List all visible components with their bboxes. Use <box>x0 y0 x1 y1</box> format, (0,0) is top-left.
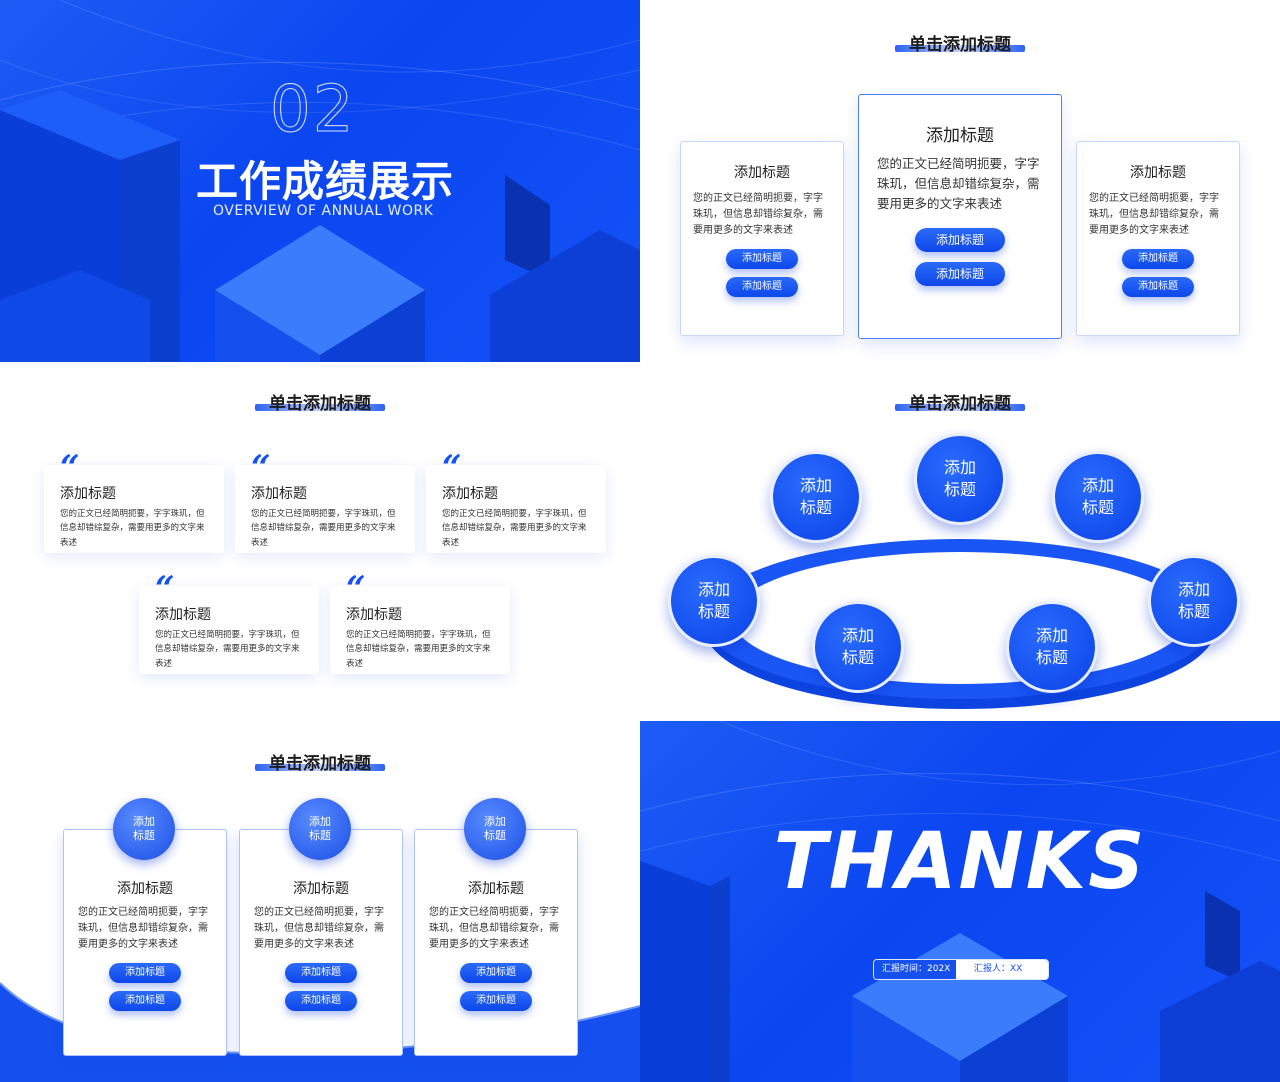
add-title-button[interactable]: 添加标题 <box>109 963 181 983</box>
quote-card[interactable]: “ 添加标题 您的正文已经简明扼要，字字珠玑，但信息却错综复杂，需要用更多的文字… <box>235 451 415 553</box>
slide-title: 单击添加标题 <box>255 389 385 414</box>
card-badge-ball: 添加标题 <box>113 798 175 860</box>
feature-card[interactable]: 添加标题 您的正文已经简明扼要，字字珠玑，但信息却错综复杂，需要用更多的文字来表… <box>414 829 578 1056</box>
section-number: 02 <box>269 73 356 147</box>
quote-card[interactable]: “ 添加标题 您的正文已经简明扼要，字字珠玑，但信息却错综复杂，需要用更多的文字… <box>44 451 224 553</box>
slide-ball-cards[interactable]: 单击添加标题 添加标题 您的正文已经简明扼要，字字珠玑，但信息却错综复杂，需要用… <box>0 721 640 1082</box>
card-right[interactable]: 添加标题 您的正文已经简明扼要，字字珠玑，但信息却错综复杂，需要用更多的文字来表… <box>1076 141 1240 336</box>
card-body: 您的正文已经简明扼要，字字珠玑，但信息却错综复杂，需要用更多的文字来表述 <box>1089 193 1219 236</box>
ring-node-circle[interactable]: 添加标题 <box>914 433 1006 525</box>
report-time-label: 汇报时间：202X <box>874 960 956 979</box>
add-title-button[interactable]: 添加标题 <box>1122 277 1194 297</box>
card-heading: 添加标题 <box>1130 165 1186 181</box>
add-title-button[interactable]: 添加标题 <box>1122 249 1194 269</box>
ring-shape <box>704 539 1216 709</box>
slide-title: 单击添加标题 <box>255 749 385 774</box>
add-title-button[interactable]: 添加标题 <box>915 228 1005 252</box>
card-badge-ball: 添加标题 <box>464 798 526 860</box>
slide-thanks[interactable]: THANKS 汇报时间：202X 汇报人：XX <box>640 721 1280 1082</box>
slide-title: 单击添加标题 <box>895 389 1025 414</box>
quote-card-heading: 添加标题 <box>346 607 402 623</box>
ring-node-circle[interactable]: 添加标题 <box>1052 451 1144 543</box>
add-title-button[interactable]: 添加标题 <box>109 991 181 1011</box>
slide-title: 单击添加标题 <box>895 30 1025 55</box>
add-title-button[interactable]: 添加标题 <box>726 277 798 297</box>
ring-node-circle[interactable]: 添加标题 <box>1148 555 1240 647</box>
slide-ring-diagram[interactable]: 单击添加标题 添加标题 添加标题 添加标题 添加标题 添加标题 添加标题 添加标… <box>640 361 1280 722</box>
quote-card-heading: 添加标题 <box>442 486 498 502</box>
quote-card-body: 您的正文已经简明扼要，字字珠玑，但信息却错综复杂，需要用更多的文字来表述 <box>60 509 205 548</box>
quote-icon: “ <box>442 448 462 488</box>
feature-card[interactable]: 添加标题 您的正文已经简明扼要，字字珠玑，但信息却错综复杂，需要用更多的文字来表… <box>63 829 227 1056</box>
report-info-bar: 汇报时间：202X 汇报人：XX <box>873 959 1049 980</box>
add-title-button[interactable]: 添加标题 <box>460 963 532 983</box>
card-center[interactable]: 添加标题 您的正文已经简明扼要，字字珠玑，但信息却错综复杂，需要用更多的文字来表… <box>858 94 1062 339</box>
add-title-button[interactable]: 添加标题 <box>460 991 532 1011</box>
add-title-button[interactable]: 添加标题 <box>285 991 357 1011</box>
card-body: 您的正文已经简明扼要，字字珠玑，但信息却错综复杂，需要用更多的文字来表述 <box>877 156 1040 211</box>
card-badge-ball: 添加标题 <box>289 798 351 860</box>
slide-section-cover[interactable]: 02 工作成绩展示 OVERVIEW OF ANNUAL WORK <box>0 0 640 362</box>
quote-icon: “ <box>155 569 175 609</box>
add-title-button[interactable]: 添加标题 <box>915 262 1005 286</box>
quote-card-body: 您的正文已经简明扼要，字字珠玑，但信息却错综复杂，需要用更多的文字来表述 <box>251 509 396 548</box>
quote-card-heading: 添加标题 <box>60 486 116 502</box>
ring-node-circle[interactable]: 添加标题 <box>812 601 904 693</box>
slide-three-cards[interactable]: 单击添加标题 添加标题 您的正文已经简明扼要，字字珠玑，但信息却错综复杂，需要用… <box>640 0 1280 361</box>
cube-background <box>0 0 640 362</box>
card-body: 您的正文已经简明扼要，字字珠玑，但信息却错综复杂，需要用更多的文字来表述 <box>693 193 823 236</box>
card-heading: 添加标题 <box>926 126 994 146</box>
add-title-button[interactable]: 添加标题 <box>726 249 798 269</box>
quote-card[interactable]: “ 添加标题 您的正文已经简明扼要，字字珠玑，但信息却错综复杂，需要用更多的文字… <box>330 572 510 674</box>
add-title-button[interactable]: 添加标题 <box>285 963 357 983</box>
ring-node-circle[interactable]: 添加标题 <box>668 555 760 647</box>
card-left[interactable]: 添加标题 您的正文已经简明扼要，字字珠玑，但信息却错综复杂，需要用更多的文字来表… <box>680 141 844 336</box>
quote-icon: “ <box>60 448 80 488</box>
card-body: 您的正文已经简明扼要，字字珠玑，但信息却错综复杂，需要用更多的文字来表述 <box>254 907 384 950</box>
quote-card-heading: 添加标题 <box>251 486 307 502</box>
ring-node-circle[interactable]: 添加标题 <box>1006 601 1098 693</box>
section-title: 工作成绩展示 <box>196 157 455 206</box>
reporter-label: 汇报人：XX <box>956 960 1048 979</box>
feature-card[interactable]: 添加标题 您的正文已经简明扼要，字字珠玑，但信息却错综复杂，需要用更多的文字来表… <box>239 829 403 1056</box>
quote-card-body: 您的正文已经简明扼要，字字珠玑，但信息却错综复杂，需要用更多的文字来表述 <box>442 509 587 548</box>
card-heading: 添加标题 <box>468 881 524 897</box>
card-heading: 添加标题 <box>117 881 173 897</box>
quote-card-heading: 添加标题 <box>155 607 211 623</box>
quote-card-body: 您的正文已经简明扼要，字字珠玑，但信息却错综复杂，需要用更多的文字来表述 <box>346 630 491 669</box>
card-body: 您的正文已经简明扼要，字字珠玑，但信息却错综复杂，需要用更多的文字来表述 <box>429 907 559 950</box>
thanks-title: THANKS <box>773 817 1147 907</box>
quote-icon: “ <box>251 448 271 488</box>
quote-card-body: 您的正文已经简明扼要，字字珠玑，但信息却错综复杂，需要用更多的文字来表述 <box>155 630 300 669</box>
slide-quote-cards[interactable]: 单击添加标题 “ 添加标题 您的正文已经简明扼要，字字珠玑，但信息却错综复杂，需… <box>0 361 640 722</box>
quote-icon: “ <box>346 569 366 609</box>
card-heading: 添加标题 <box>293 881 349 897</box>
card-heading: 添加标题 <box>734 165 790 181</box>
ring-node-circle[interactable]: 添加标题 <box>770 451 862 543</box>
quote-card[interactable]: “ 添加标题 您的正文已经简明扼要，字字珠玑，但信息却错综复杂，需要用更多的文字… <box>139 572 319 674</box>
section-subtitle: OVERVIEW OF ANNUAL WORK <box>213 203 434 219</box>
quote-card[interactable]: “ 添加标题 您的正文已经简明扼要，字字珠玑，但信息却错综复杂，需要用更多的文字… <box>426 451 606 553</box>
card-body: 您的正文已经简明扼要，字字珠玑，但信息却错综复杂，需要用更多的文字来表述 <box>78 907 208 950</box>
